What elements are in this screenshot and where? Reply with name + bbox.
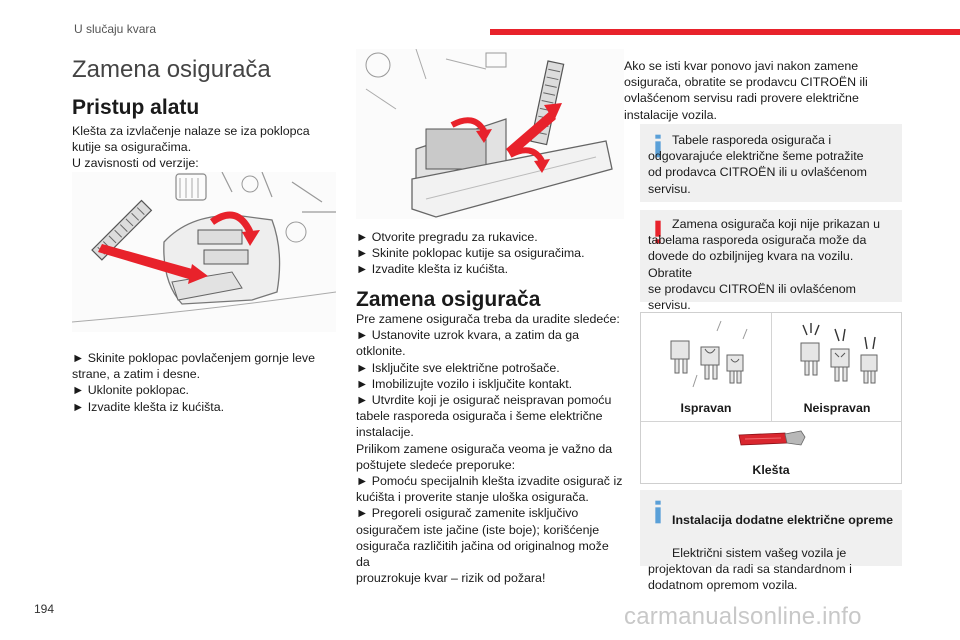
dashboard-fusebox-illustration (71, 171, 337, 332)
page-title: Zamena osigurača (72, 56, 271, 83)
fuse-replacement-body: Pre zamene osigurača treba da uradite sl… (356, 312, 623, 586)
blown-fuse-label: Neispravan (803, 401, 871, 415)
watermark: carmanualsonline.info (624, 603, 862, 630)
info-icon (655, 134, 661, 158)
accessory-install-text: Električni sistem vašeg vozila je projek… (648, 545, 852, 593)
accessory-install-title: Instalacija dodatne električne opreme (672, 513, 894, 528)
fuse-condition-table: Ispravan Neispravan Klešta (640, 312, 902, 484)
glovebox-fusebox-illustration (356, 48, 624, 219)
fuse-pliers-image (737, 429, 809, 449)
glovebox-steps: ► Otvorite pregradu za rukavice. ► Skini… (356, 230, 585, 277)
warning-callout: Zamena osigurača koji nije prikazan u ta… (640, 210, 902, 312)
header-section-title: U slučaju kvara (74, 22, 157, 36)
header-accent-bar (490, 29, 960, 35)
good-fuse-image (657, 319, 757, 391)
fuse-replacement-heading: Zamena osigurača (356, 288, 541, 311)
info-icon (655, 500, 661, 524)
blown-fuse-image (787, 319, 891, 391)
info-callout-text: Tabele rasporeda osigurača i odgovarajuć… (648, 133, 867, 196)
repeat-fault-text: Ako se isti kvar ponovo javi nakon zamen… (624, 59, 868, 122)
warning-callout-text: Zamena osigurača koji nije prikazan u ta… (648, 217, 880, 313)
page-number: 194 (34, 602, 55, 616)
warning-icon (655, 220, 661, 244)
good-fuse-label: Ispravan (680, 401, 732, 415)
info-callout: Tabele rasporeda osigurača i odgovarajuć… (640, 124, 902, 202)
pliers-label: Klešta (752, 463, 790, 477)
tool-access-steps: ► Skinite poklopac povlačenjem gornje le… (72, 351, 316, 414)
tool-access-intro: Klešta za izvlačenje nalaze se iza poklo… (72, 124, 310, 171)
tool-access-heading: Pristup alatu (72, 96, 200, 119)
accessory-install-callout: Instalacija dodatne električne opreme El… (640, 490, 902, 592)
